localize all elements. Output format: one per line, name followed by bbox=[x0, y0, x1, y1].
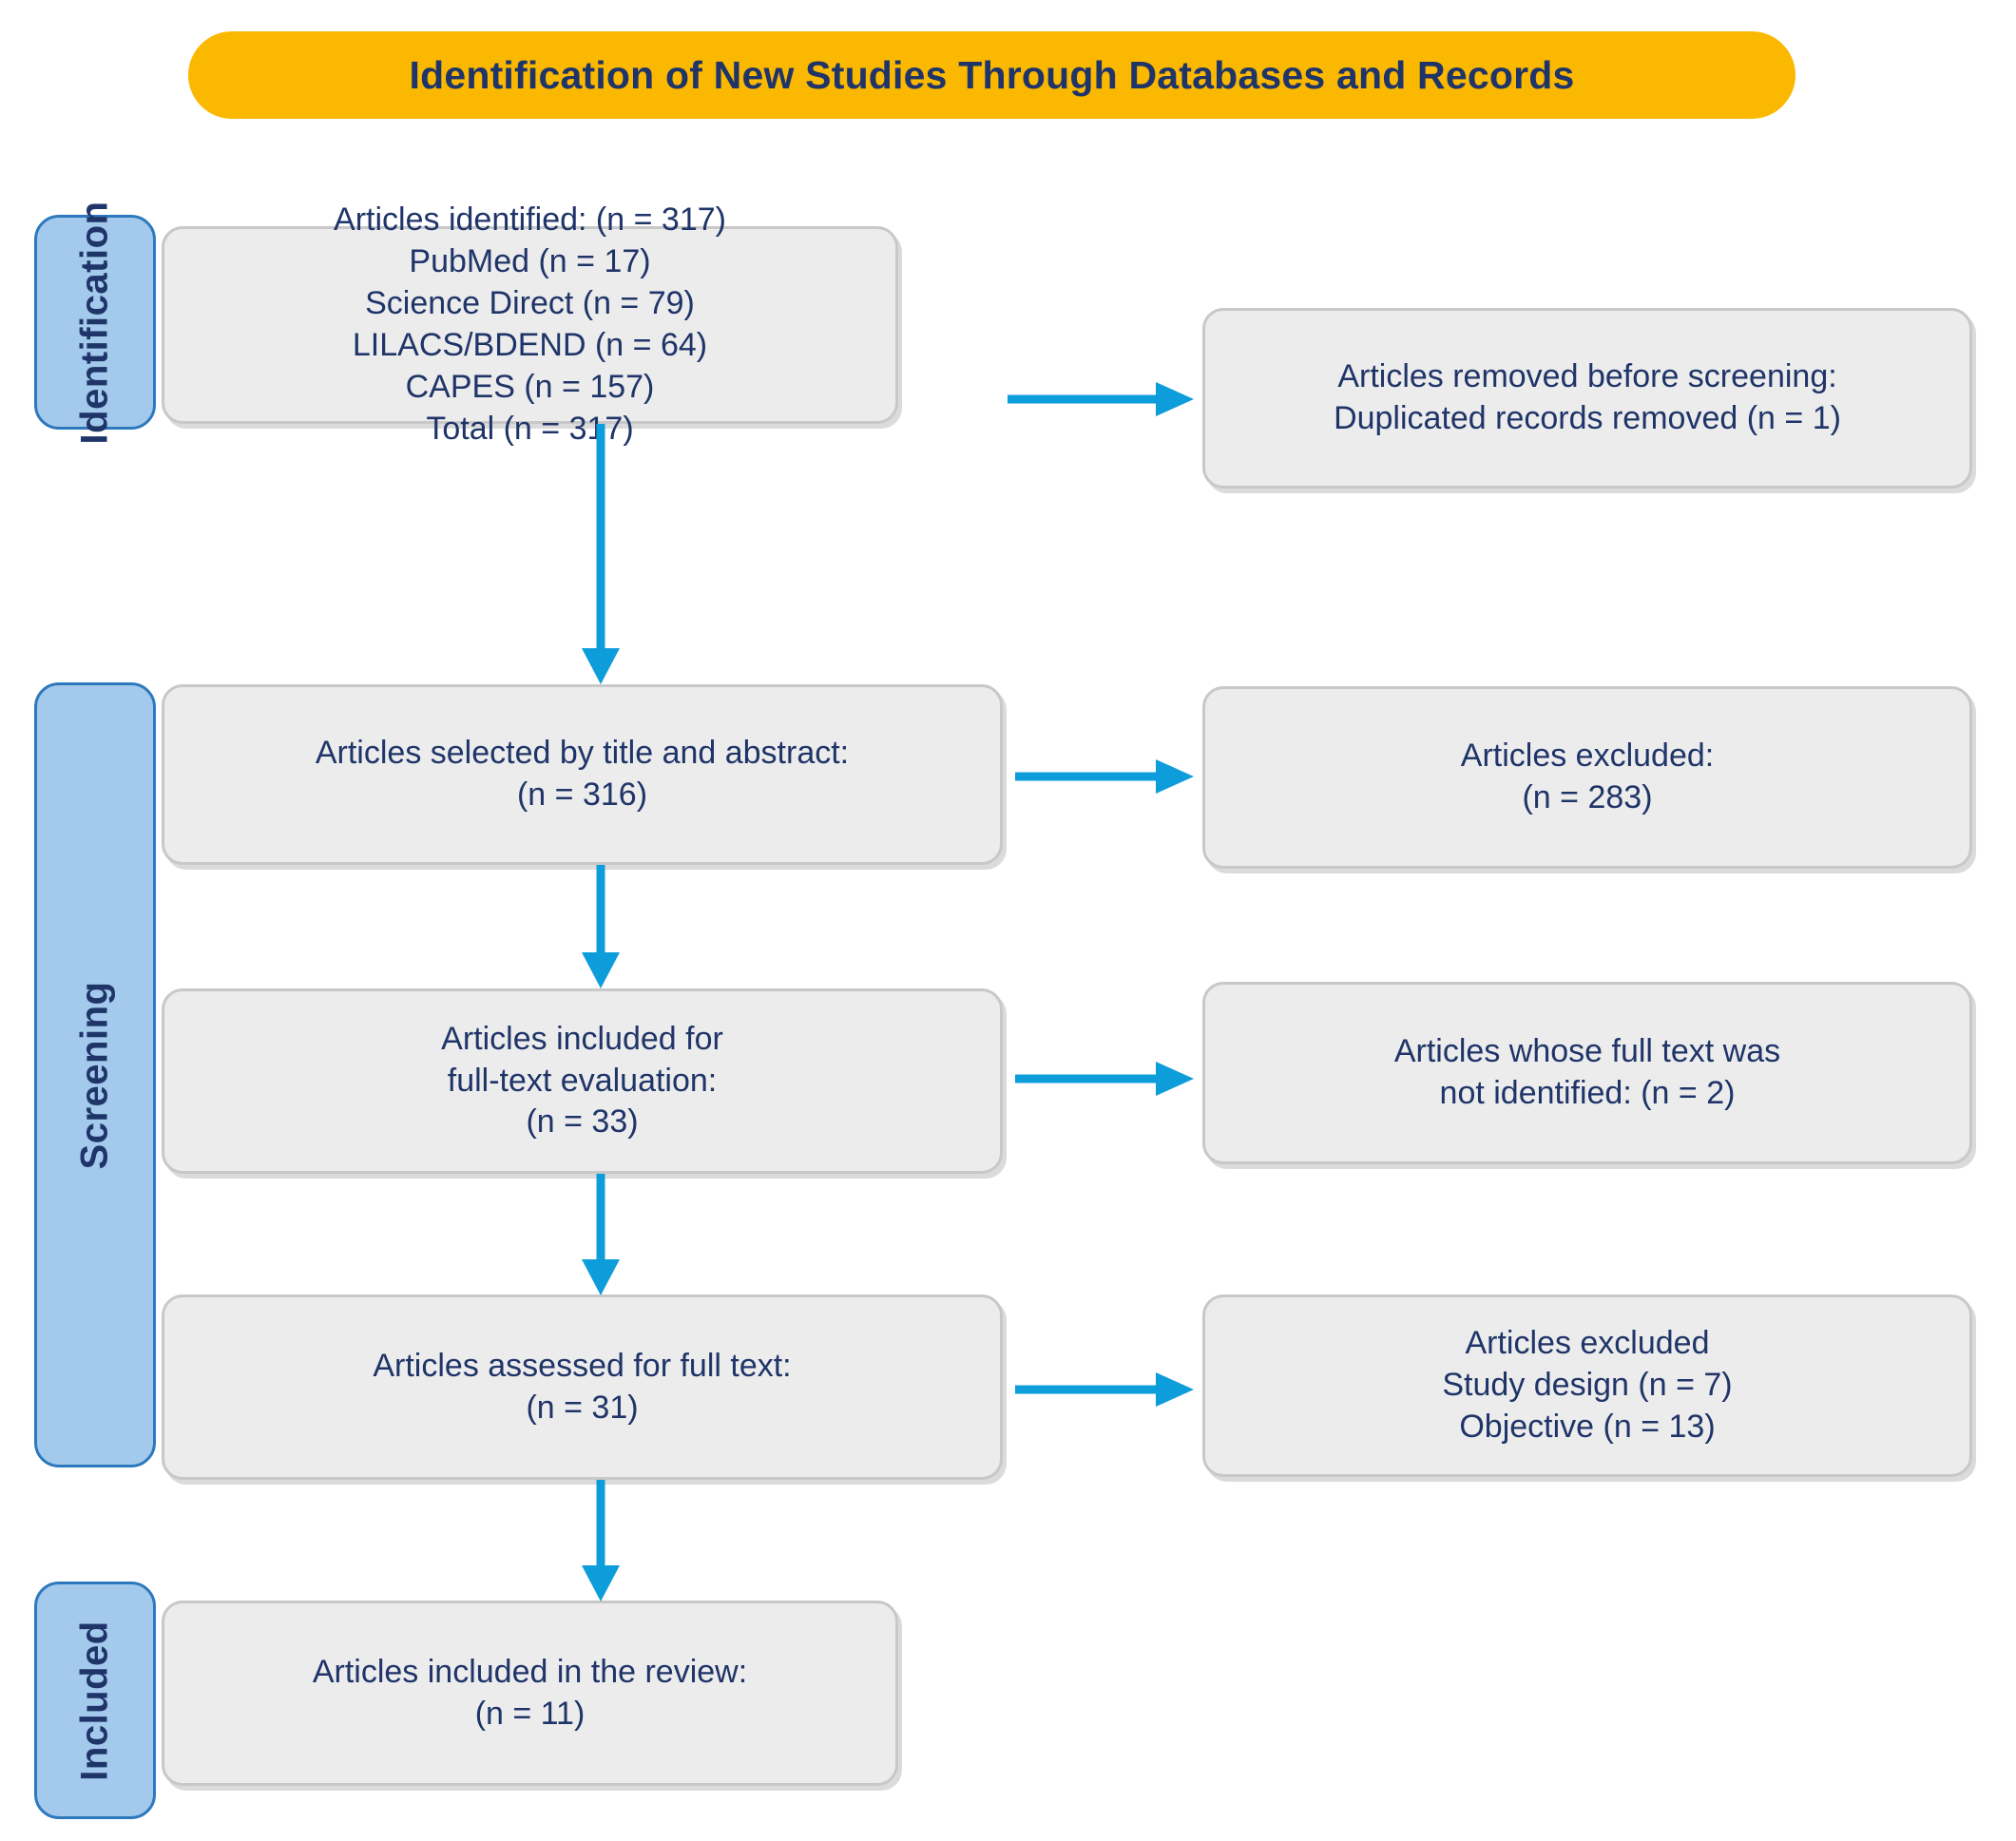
arrow-down-icon-identified-to-selected bbox=[578, 424, 624, 686]
box-line: Articles removed before screening: bbox=[1337, 358, 1837, 395]
arrow-down-icon-fulltext-to-assessed bbox=[578, 1174, 624, 1297]
arrow-down-icon-assessed-to-included bbox=[578, 1480, 624, 1603]
stage-label-included: Included bbox=[34, 1582, 156, 1819]
arrow-right-icon-to-excluded-reasons bbox=[1015, 1369, 1198, 1410]
stage-label-text: Screening bbox=[73, 981, 116, 1169]
stage-label-text: Included bbox=[73, 1620, 116, 1781]
stage-label-identification: Identification bbox=[34, 201, 156, 444]
box-line: Articles identified: (n = 317) bbox=[334, 201, 726, 239]
arrow-down-icon-selected-to-fulltext bbox=[578, 865, 624, 990]
box-line: Study design (n = 7) bbox=[1442, 1367, 1733, 1404]
box-line: LILACS/BDEND (n = 64) bbox=[352, 327, 708, 363]
box-line: Articles assessed for full text: bbox=[373, 1347, 792, 1384]
box-line: (n = 31) bbox=[526, 1389, 639, 1426]
flow-box-selected-by-title-and-abstract: Articles selected by title and abstract:… bbox=[162, 684, 1003, 865]
box-line: full-text evaluation: bbox=[447, 1062, 718, 1099]
box-line: Articles excluded bbox=[1465, 1325, 1710, 1362]
box-line: PubMed (n = 17) bbox=[409, 243, 651, 280]
arrow-right-icon-to-not-identified bbox=[1015, 1058, 1198, 1100]
box-line: Articles whose full text was bbox=[1393, 1033, 1781, 1070]
box-line: (n = 283) bbox=[1522, 779, 1653, 815]
flow-box-removed-before-screening: Articles removed before screening: Dupli… bbox=[1202, 308, 1972, 489]
arrow-right-icon-to-excluded bbox=[1015, 756, 1198, 797]
flow-box-articles-excluded-reasons: Articles excluded Study design (n = 7) O… bbox=[1202, 1294, 1972, 1477]
box-line: Articles included in the review: bbox=[312, 1653, 748, 1690]
stage-label-screening: Screening bbox=[34, 682, 156, 1467]
box-line: Duplicated records removed (n = 1) bbox=[1334, 400, 1841, 436]
flow-box-full-text-not-identified: Articles whose full text was not identif… bbox=[1202, 982, 1972, 1164]
flow-box-articles-excluded: Articles excluded: (n = 283) bbox=[1202, 686, 1972, 869]
box-line: (n = 316) bbox=[516, 777, 648, 813]
flow-box-articles-identified: Articles identified: (n = 317) PubMed (n… bbox=[162, 201, 898, 447]
box-line: Objective (n = 13) bbox=[1459, 1408, 1716, 1445]
header-banner: Identification of New Studies Through Da… bbox=[188, 31, 1795, 119]
box-line: Articles excluded: bbox=[1460, 738, 1715, 775]
box-line: CAPES (n = 157) bbox=[405, 368, 655, 405]
box-line: (n = 33) bbox=[526, 1103, 639, 1141]
page-title: Identification of New Studies Through Da… bbox=[409, 52, 1575, 97]
stage-label-text: Identification bbox=[73, 201, 116, 444]
flow-box-included-for-full-text-evaluation: Articles included for full-text evaluati… bbox=[162, 988, 1003, 1174]
box-line: Articles included for bbox=[441, 1020, 723, 1057]
box-line: (n = 11) bbox=[474, 1695, 586, 1732]
box-line: not identified: (n = 2) bbox=[1439, 1075, 1736, 1111]
box-line: Science Direct (n = 79) bbox=[365, 285, 695, 322]
box-line: Articles selected by title and abstract: bbox=[315, 735, 850, 772]
flow-box-assessed-for-full-text: Articles assessed for full text: (n = 31… bbox=[162, 1294, 1003, 1480]
flow-box-included-in-the-review: Articles included in the review: (n = 11… bbox=[162, 1601, 898, 1786]
arrow-right-icon-to-removed bbox=[1008, 378, 1198, 420]
